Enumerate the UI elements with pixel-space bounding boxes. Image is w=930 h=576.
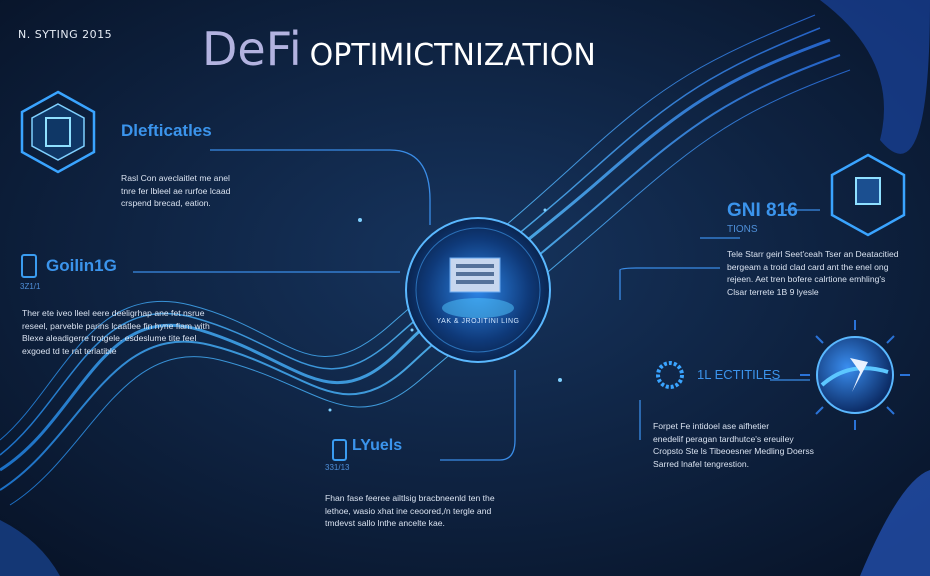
- section-text: Tele Starr geirl Seet'ceah Tser an Deata…: [727, 248, 917, 298]
- header-tag: N. SYTING 2015: [18, 28, 113, 41]
- text-line: lethoe, wasio xhat ine ceoored,/n tergle…: [325, 505, 492, 516]
- text-line: enedelif peragan tardhutce's ereuiley: [653, 433, 794, 444]
- text-line: Clsar terrete 1B 9 lyesle: [727, 286, 819, 297]
- section-badge: 3Z1/1: [20, 282, 41, 291]
- section-heading: 1L ECTITILES: [697, 367, 781, 382]
- title-optimization: OPTIMICTNIZATION: [309, 38, 596, 73]
- section-heading: GNI 816: [727, 200, 798, 221]
- section-heading: Dlefticatles: [121, 121, 212, 140]
- text-line: bergeam a troid clad card ant the enel o…: [727, 261, 889, 272]
- text-line: tmdevst sallo lnthe ancelte kae.: [325, 518, 445, 528]
- title-defi: DeFi: [202, 22, 302, 76]
- section-text: Ther ete iveo lleel eere deeligrhap ane …: [22, 307, 242, 357]
- text-line: Cropsto Ste ls Tibeoesner Medling Doerss: [653, 446, 814, 456]
- text-line: Fhan fase feeree ailtlsig bracbneenld te…: [325, 493, 495, 503]
- text-line: Blexe aleadigerre trotgele. esdeslume ti…: [22, 333, 197, 343]
- section-heading: LYuels: [352, 437, 403, 454]
- text-line: exgoed td te rat terlatible: [22, 345, 117, 356]
- text-line: reseel, parveble parins lcaatlee fin hyn…: [22, 320, 210, 331]
- text-line: Tele Starr geirl Seet'ceah Tser an Deata…: [727, 249, 899, 259]
- center-caption: YAK & JROJITINI LING: [436, 318, 520, 325]
- text-line: crspend brecad, eation.: [121, 198, 211, 208]
- text-line: tnre fer lbleel ae rurfoe lcaad: [121, 185, 231, 196]
- text-line: rejeen. Aet tren bofere calrtione emhlin…: [727, 274, 886, 284]
- section-text: Forpet Fe intidoel ase aifhetier enedelif…: [653, 420, 828, 470]
- text-line: Rasl Con aveclaitlet me anel: [121, 173, 230, 183]
- text-line: Forpet Fe intidoel ase aifhetier: [653, 421, 770, 431]
- section-subheading: TIONS: [727, 224, 758, 235]
- server-icon: [449, 257, 501, 293]
- section-heading: Goilin1G: [46, 256, 117, 275]
- text-line: Sarred lnafel tengrestion.: [653, 458, 750, 469]
- text-line: Ther ete iveo lleel eere deeligrhap ane …: [22, 308, 205, 318]
- section-text: Fhan fase feeree ailtlsig bracbneenld te…: [325, 492, 525, 530]
- section-text: Rasl Con aveclaitlet me anel tnre fer lbl…: [121, 172, 321, 210]
- section-badge: 331/13: [325, 463, 350, 472]
